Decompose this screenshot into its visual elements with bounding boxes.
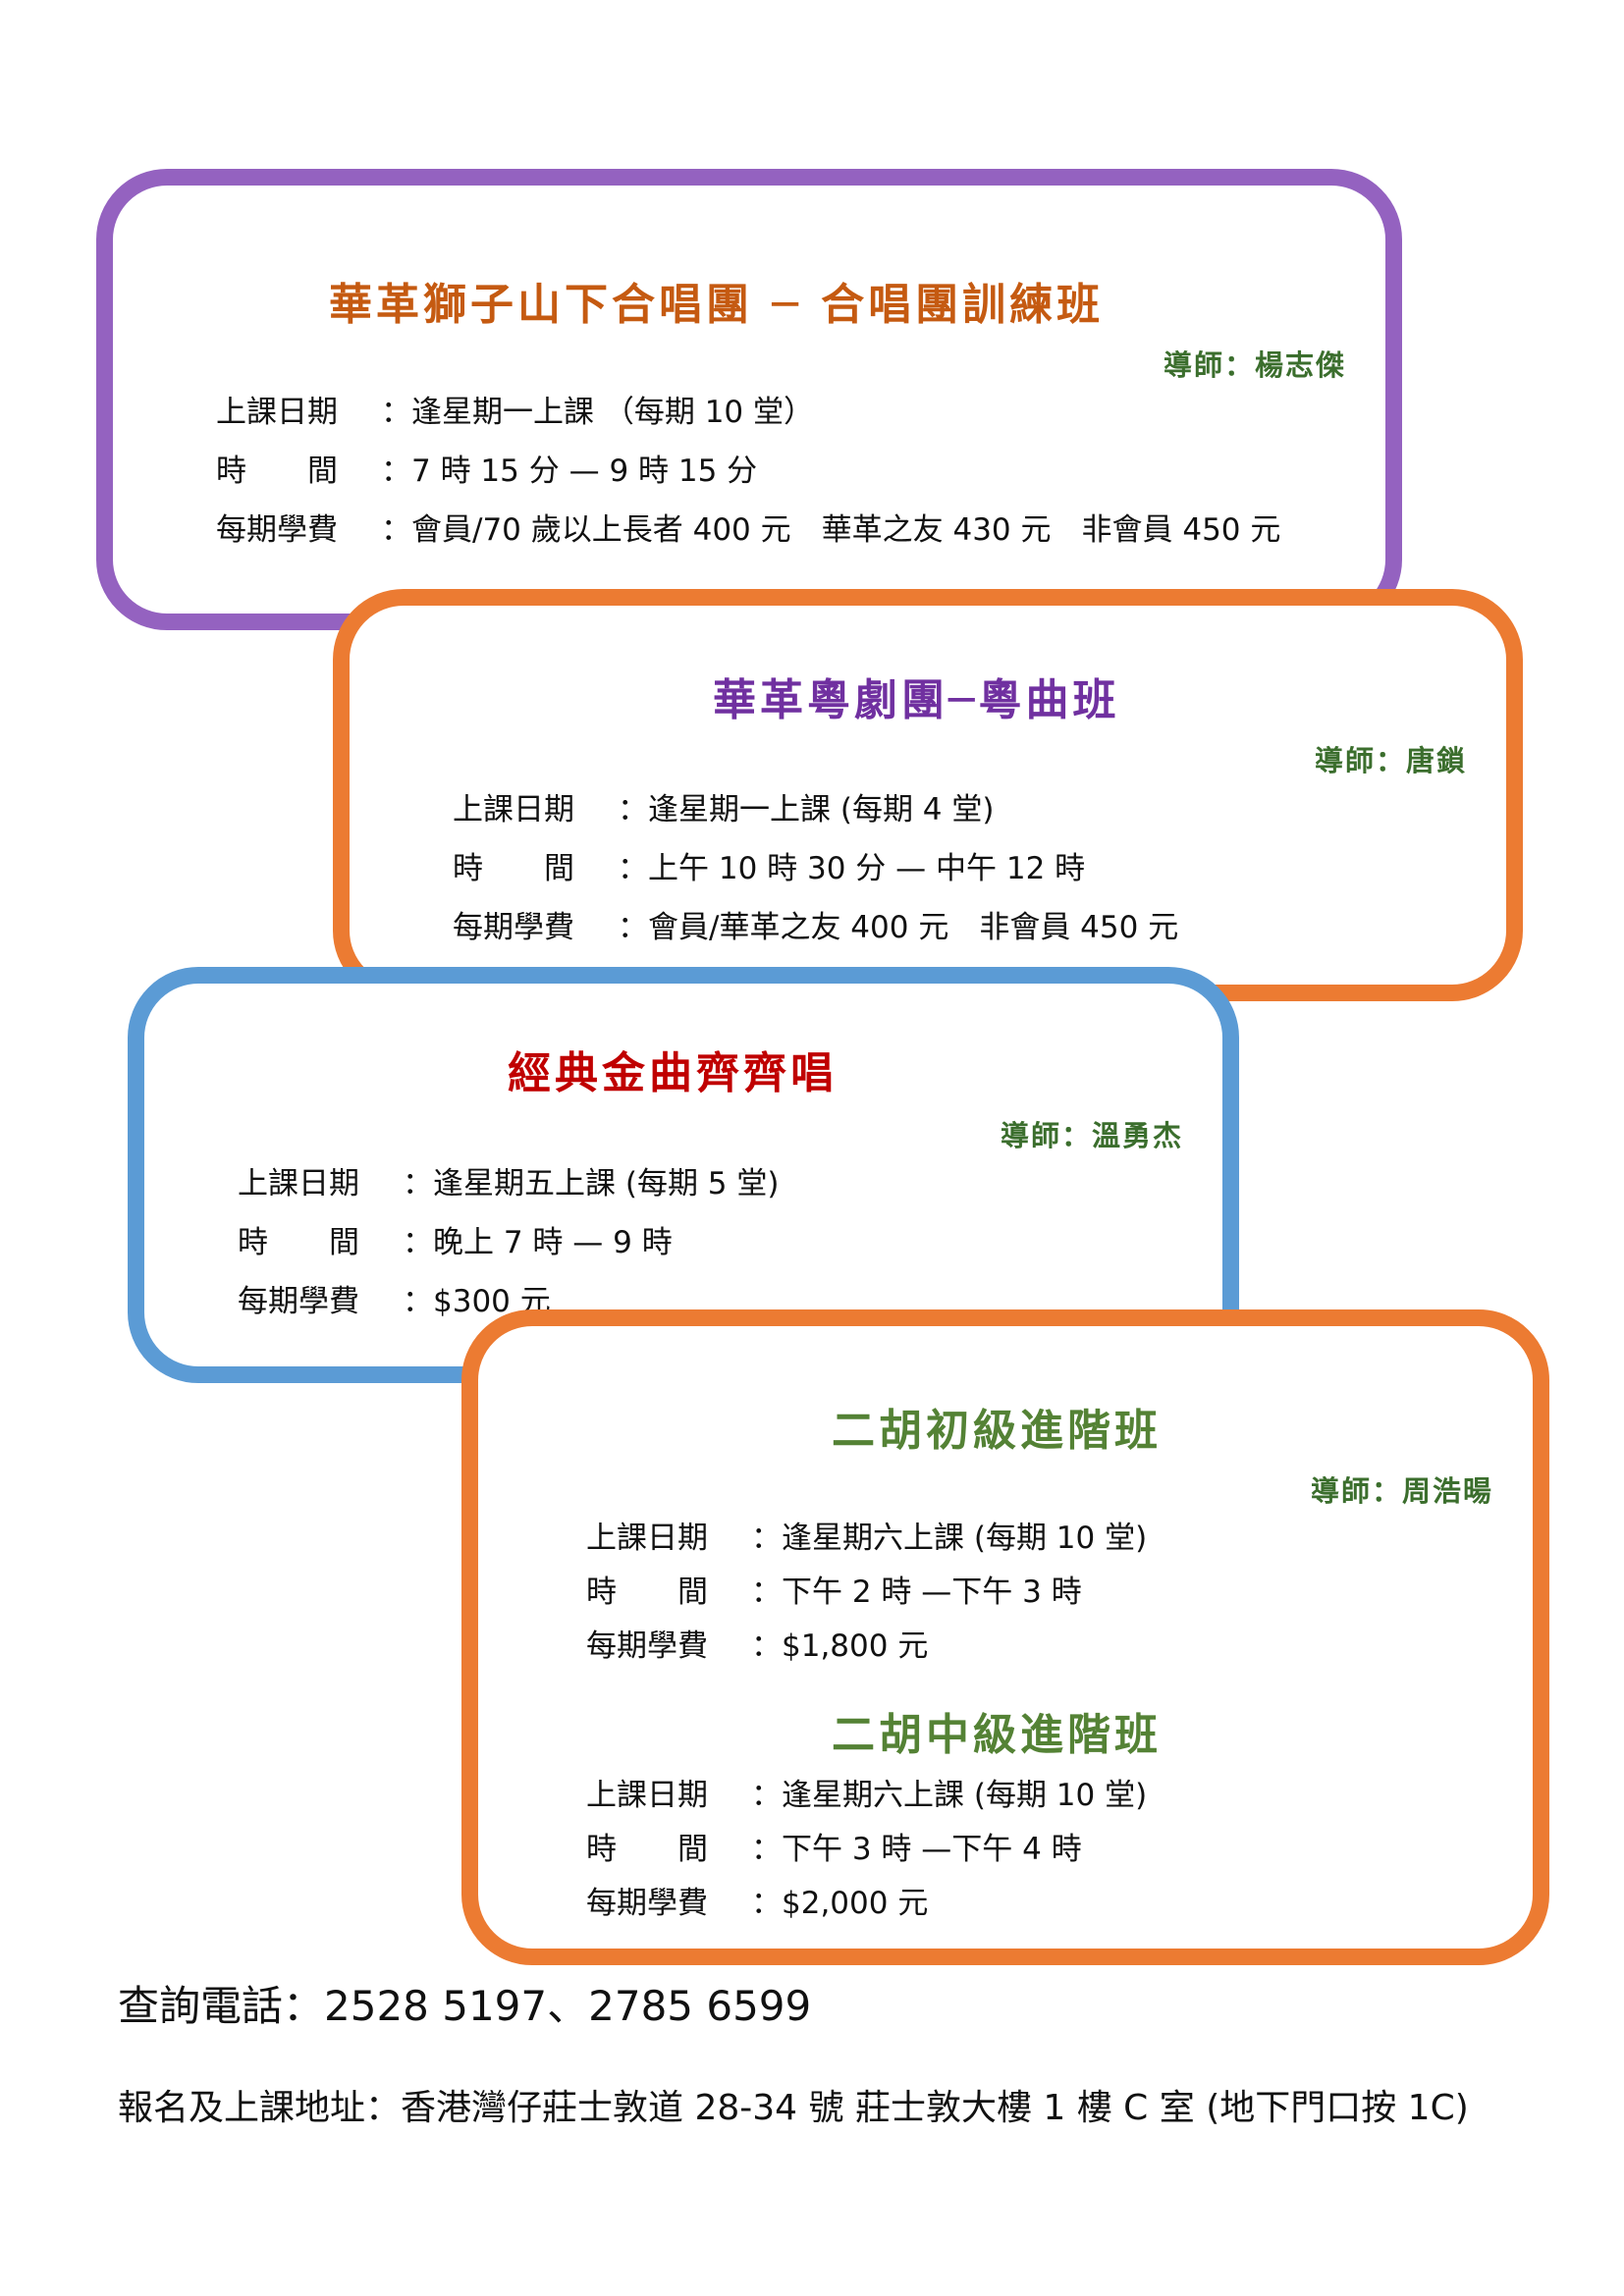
enquiry-phone: 查詢電話：2528 5197、2785 6599	[118, 1982, 812, 2030]
teacher-label: 導師：楊志傑	[1163, 348, 1346, 382]
schedule-row: 上課日期：逢星期一上課 （每期 10 堂）	[216, 395, 815, 430]
course-card-erhu: 二胡初級進階班 導師：周浩暘 上課日期：逢星期六上課 (每期 10 堂) 時 間…	[461, 1309, 1549, 1965]
teacher-label: 導師：唐鎖	[1314, 744, 1467, 777]
fee-row: 每期學費：$300 元	[238, 1284, 551, 1319]
course-title: 二胡中級進階班	[832, 1710, 1162, 1760]
fee-row: 每期學費：會員/70 歲以上長者 400 元 華革之友 430 元 非會員 45…	[216, 512, 1281, 548]
time-row: 時 間：下午 3 時 —下午 4 時	[586, 1832, 1082, 1867]
course-card-cantonese-opera: 華革粵劇團─粵曲班 導師：唐鎖 上課日期：逢星期一上課 (每期 4 堂) 時 間…	[333, 589, 1523, 1001]
schedule-row: 上課日期：逢星期六上課 (每期 10 堂)	[586, 1521, 1148, 1556]
course-title: 華革粵劇團─粵曲班	[713, 675, 1120, 725]
course-title: 華革獅子山下合唱團 ─ 合唱團訓練班	[329, 280, 1105, 330]
course-title: 經典金曲齊齊唱	[508, 1048, 838, 1098]
course-title: 二胡初級進階班	[832, 1406, 1162, 1456]
fee-row: 每期學費：會員/華革之友 400 元 非會員 450 元	[453, 910, 1179, 945]
schedule-row: 上課日期：逢星期五上課 (每期 5 堂)	[238, 1166, 780, 1201]
time-row: 時 間：7 時 15 分 — 9 時 15 分	[216, 454, 758, 489]
fee-row: 每期學費：$1,800 元	[586, 1629, 929, 1664]
time-row: 時 間：下午 2 時 —下午 3 時	[586, 1575, 1082, 1610]
teacher-label: 導師：周浩暘	[1310, 1474, 1493, 1508]
time-row: 時 間：晚上 7 時 — 9 時	[238, 1225, 673, 1260]
schedule-row: 上課日期：逢星期一上課 (每期 4 堂)	[453, 792, 995, 828]
course-card-choir: 華革獅子山下合唱團 ─ 合唱團訓練班 導師：楊志傑 上課日期：逢星期一上課 （每…	[96, 169, 1402, 630]
time-row: 時 間：上午 10 時 30 分 — 中午 12 時	[453, 851, 1086, 886]
fee-row: 每期學費：$2,000 元	[586, 1886, 929, 1921]
teacher-label: 導師：溫勇杰	[1000, 1119, 1183, 1152]
schedule-row: 上課日期：逢星期六上課 (每期 10 堂)	[586, 1778, 1148, 1813]
registration-address: 報名及上課地址：香港灣仔莊士敦道 28-34 號 莊士敦大樓 1 樓 C 室 (…	[118, 2088, 1469, 2128]
